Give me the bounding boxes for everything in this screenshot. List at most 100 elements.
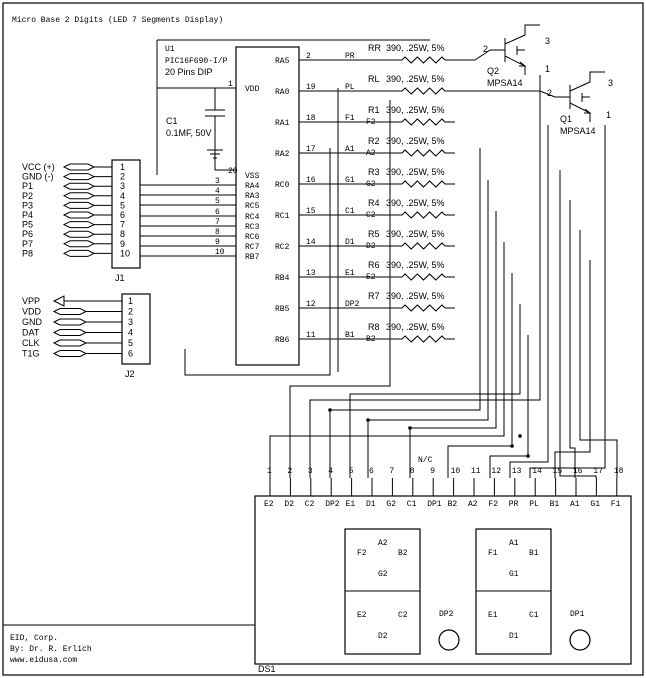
u1-pin-num-8: 8: [215, 228, 220, 237]
u1-net-0: PR: [345, 52, 355, 61]
u1-pin-name-rc0: RC0: [275, 181, 290, 190]
resistor-rr-ref: RR: [368, 43, 381, 53]
diagram-title: Micro Base 2 Digits (LED 7 Segments Disp…: [12, 16, 223, 25]
bus-wiring: [184, 75, 618, 478]
resistor-r4-net: C2: [366, 211, 376, 220]
j1-pin-9: 9: [120, 239, 125, 249]
c1-capacitor: C1 0.1MF, 50V: [156, 39, 430, 175]
digit2-seg-d: D2: [378, 632, 388, 641]
digit1-seg-c: C1: [529, 611, 539, 620]
q2-part: MPSA14: [487, 78, 523, 88]
j2-terminal-5: [52, 350, 88, 357]
j1-pin-2: 2: [120, 172, 125, 182]
ds1-nc-label: N/C: [418, 456, 433, 465]
resistor-r6-value: 390, .25W, 5%: [386, 260, 445, 270]
j1-terminal-1: [62, 173, 96, 181]
u1-pin-name-rb5: RB5: [275, 305, 290, 314]
u1-pin-num-16: 16: [306, 176, 316, 185]
u1-part: PIC16F690-I/P: [165, 57, 228, 66]
resistor-r5-symbol: [392, 242, 455, 250]
ds1-pin-num-2: 2: [287, 467, 292, 476]
resistor-r5-ref: R5: [368, 229, 380, 239]
j1-label-9: P8: [22, 248, 33, 258]
u1-pin-name-rc2: RC2: [275, 243, 290, 252]
j1-label-6: P5: [22, 220, 33, 230]
ds1-pin-num-5: 5: [349, 467, 354, 476]
ds1-pin-num-11: 11: [471, 467, 481, 476]
ds1-pin-num-8: 8: [410, 467, 415, 476]
j1-label-1: GND (-): [22, 172, 54, 182]
j1-label-2: P1: [22, 181, 33, 191]
resistor-r4-value: 390, .25W, 5%: [386, 198, 445, 208]
u1-pin-num-4: 4: [215, 187, 220, 196]
resistor-r6-net: E2: [366, 273, 376, 282]
u1-pin-num-18: 18: [306, 114, 316, 123]
u1-pin-name-rb4: RB4: [275, 274, 290, 283]
j1-terminal-4: [62, 201, 96, 209]
u1-body: [235, 46, 300, 366]
ds1-pin-num-16: 16: [573, 467, 583, 476]
ds1-pin-num-15: 15: [553, 467, 563, 476]
ds1-pin-seg-13: PL: [529, 500, 539, 509]
ds1-pin-row: 1E22D23C24DP25E16D17G28C19DP110B211A212F…: [264, 467, 624, 509]
ds1-pin-num-7: 7: [389, 467, 394, 476]
j2-label-2: GND: [22, 317, 43, 327]
u1-pin-num-1: 1: [228, 80, 233, 89]
resistor-r2-value: 390, .25W, 5%: [386, 136, 445, 146]
u1-pin-num-12: 12: [306, 300, 316, 309]
u1-pin-name-rc5: RC5: [245, 202, 260, 211]
resistor-r8-ref: R8: [368, 322, 380, 332]
ds1-body: [254, 495, 632, 665]
digit1-seg-f: F1: [488, 549, 498, 558]
j1-label-3: P2: [22, 191, 33, 201]
ds1-pin-seg-4: E1: [346, 500, 356, 509]
u1-pin-num-19: 19: [306, 83, 316, 92]
j1-pin-7: 7: [120, 220, 125, 230]
u1-pin-name-ra4: RA4: [245, 182, 260, 191]
ds1-pin-seg-3: DP2: [325, 500, 340, 509]
ds1-pin-seg-7: C1: [407, 500, 417, 509]
u1-pin-num-17: 17: [306, 145, 316, 154]
u1-pin-name-ra2: RA2: [275, 150, 290, 159]
digit2-seg-f: F2: [357, 549, 367, 558]
ds1-pin-num-9: 9: [430, 467, 435, 476]
footer-company: EID, Corp.: [10, 634, 58, 643]
u1-net-9: B1: [345, 331, 355, 340]
resistor-r4-symbol: [392, 211, 455, 219]
ds1-pin-seg-10: A2: [468, 500, 478, 509]
j1-body: [111, 159, 141, 269]
j1-terminal-7: [62, 230, 96, 238]
j1-terminal-3: [62, 192, 96, 200]
ds1-pin-num-14: 14: [532, 467, 542, 476]
ds1-pin-num-4: 4: [328, 467, 333, 476]
resistor-r6-symbol: [392, 273, 455, 281]
j1-terminal-0: [62, 163, 96, 171]
resistor-r6-ref: R6: [368, 260, 380, 270]
resistor-r3-ref: R3: [368, 167, 380, 177]
j2-body: [121, 293, 151, 365]
u1-net-2: F1: [345, 114, 355, 123]
ds1-pin-seg-0: E2: [264, 500, 274, 509]
u1-pin-num-5: 5: [215, 197, 220, 206]
digit1-seg-e: E1: [488, 611, 498, 620]
ds1-display: DS1 N/C 1E22D23C24DP25E16D17G28C19DP110B…: [254, 456, 632, 674]
ds1-ref: DS1: [258, 664, 276, 674]
u1-pin-name-rc4: RC4: [245, 213, 260, 222]
u1-net-8: DP2: [345, 300, 360, 309]
resistor-r1-ref: R1: [368, 105, 380, 115]
ds1-pin-seg-15: A1: [570, 500, 580, 509]
j1-pin-4: 4: [120, 191, 125, 201]
resistor-r1-net: F2: [366, 118, 376, 127]
u1-left-pins: VDD1VSS20RA43RA34RC55RC46RC37RC68RC79RB7…: [140, 80, 260, 262]
u1-pin-num-13: 13: [306, 269, 316, 278]
resistor-rr-value: 390, .25W, 5%: [386, 43, 445, 53]
j1-label-8: P7: [22, 239, 33, 249]
resistor-r3-net: G2: [366, 180, 376, 189]
u1-pin-name-ra5: RA5: [275, 57, 290, 66]
ds1-pin-seg-6: G2: [386, 500, 396, 509]
c1-ref: C1: [166, 116, 178, 126]
